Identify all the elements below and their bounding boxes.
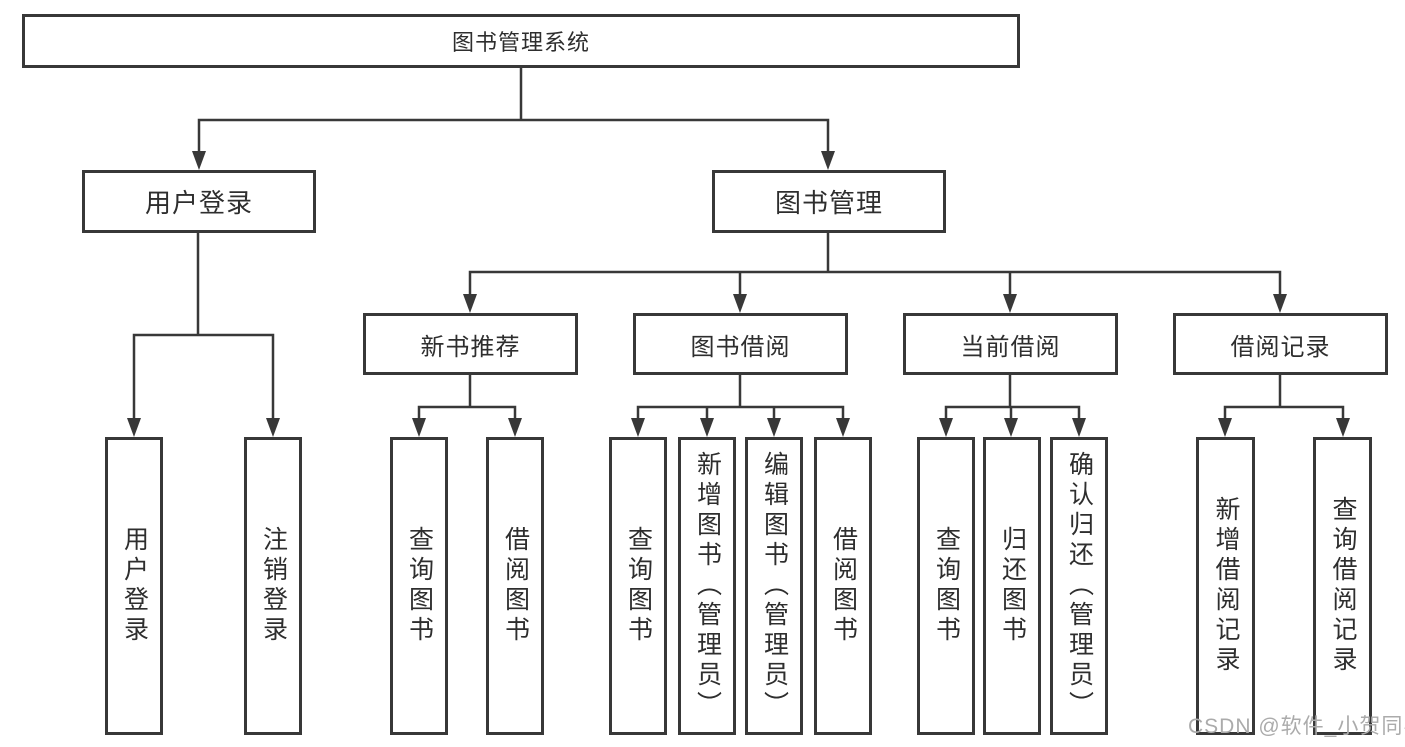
leaf-add-books-admin: 新增图书（管理员） (678, 437, 736, 735)
leaf-query-books-borrowing: 查询图书 (609, 437, 667, 735)
leaf-label: 借阅图书 (829, 526, 858, 646)
leaf-label: 新增借阅记录 (1212, 496, 1240, 676)
leaf-borrow-books-recommend: 借阅图书 (486, 437, 544, 735)
leaf-query-borrow-record: 查询借阅记录 (1313, 437, 1372, 735)
leaf-return-books: 归还图书 (983, 437, 1041, 735)
arrowhead-icon (266, 418, 280, 437)
leaf-label: 查询图书 (624, 526, 653, 646)
leaf-label: 查询借阅记录 (1329, 496, 1357, 676)
node-label: 用户登录 (144, 188, 253, 218)
leaf-label: 归还图书 (998, 526, 1027, 646)
node-new-book-recommendation: 新书推荐 (363, 313, 578, 375)
arrowhead-icon (1072, 418, 1086, 437)
node-label: 新书推荐 (420, 333, 521, 361)
arrowhead-icon (767, 418, 781, 437)
node-label: 图书管理 (774, 188, 883, 218)
arrowhead-icon (836, 418, 850, 437)
node-label: 当前借阅 (960, 333, 1061, 361)
node-label: 图书借阅 (690, 333, 791, 361)
leaf-logout: 注销登录 (244, 437, 302, 735)
leaf-label: 借阅图书 (501, 526, 530, 646)
leaf-label: 查询图书 (932, 526, 961, 646)
arrowhead-icon (733, 294, 747, 313)
arrowhead-icon (508, 418, 522, 437)
node-book-management: 图书管理 (712, 170, 946, 233)
leaf-edit-books-admin: 编辑图书（管理员） (745, 437, 803, 735)
leaf-user-login: 用户登录 (105, 437, 163, 735)
node-library-management-system: 图书管理系统 (22, 14, 1020, 68)
leaf-label: 确认归还（管理员） (1065, 451, 1094, 721)
arrowhead-icon (631, 418, 645, 437)
leaf-label: 注销登录 (259, 526, 288, 646)
arrowhead-icon (127, 418, 141, 437)
node-borrowing-records: 借阅记录 (1173, 313, 1388, 375)
leaf-query-books-recommend: 查询图书 (390, 437, 448, 735)
leaf-confirm-return-admin: 确认归还（管理员） (1050, 437, 1108, 735)
arrowhead-icon (1336, 418, 1350, 437)
leaf-label: 新增图书（管理员） (693, 451, 722, 721)
leaf-add-borrow-record: 新增借阅记录 (1196, 437, 1255, 735)
leaf-label: 用户登录 (120, 526, 149, 646)
arrowhead-icon (1003, 294, 1017, 313)
arrowhead-icon (192, 151, 206, 170)
arrowhead-icon (1218, 418, 1232, 437)
leaf-label: 查询图书 (405, 526, 434, 646)
arrowheads (127, 151, 1350, 437)
arrowhead-icon (1273, 294, 1287, 313)
leaf-borrow-books-borrowing: 借阅图书 (814, 437, 872, 735)
arrowhead-icon (700, 418, 714, 437)
csdn-watermark: CSDN @软件_小贺同学 (1188, 715, 1405, 738)
node-user-login: 用户登录 (82, 170, 316, 233)
node-label: 借阅记录 (1230, 333, 1331, 361)
leaf-query-books-current: 查询图书 (917, 437, 975, 735)
node-label: 图书管理系统 (451, 30, 590, 55)
arrowhead-icon (412, 418, 426, 437)
arrowhead-icon (821, 151, 835, 170)
leaf-label: 编辑图书（管理员） (760, 451, 789, 721)
arrowhead-icon (1004, 418, 1018, 437)
arrowhead-icon (463, 294, 477, 313)
arrowhead-icon (939, 418, 953, 437)
connector-paths (132, 68, 1345, 422)
node-current-borrowing: 当前借阅 (903, 313, 1118, 375)
node-book-borrowing: 图书借阅 (633, 313, 848, 375)
